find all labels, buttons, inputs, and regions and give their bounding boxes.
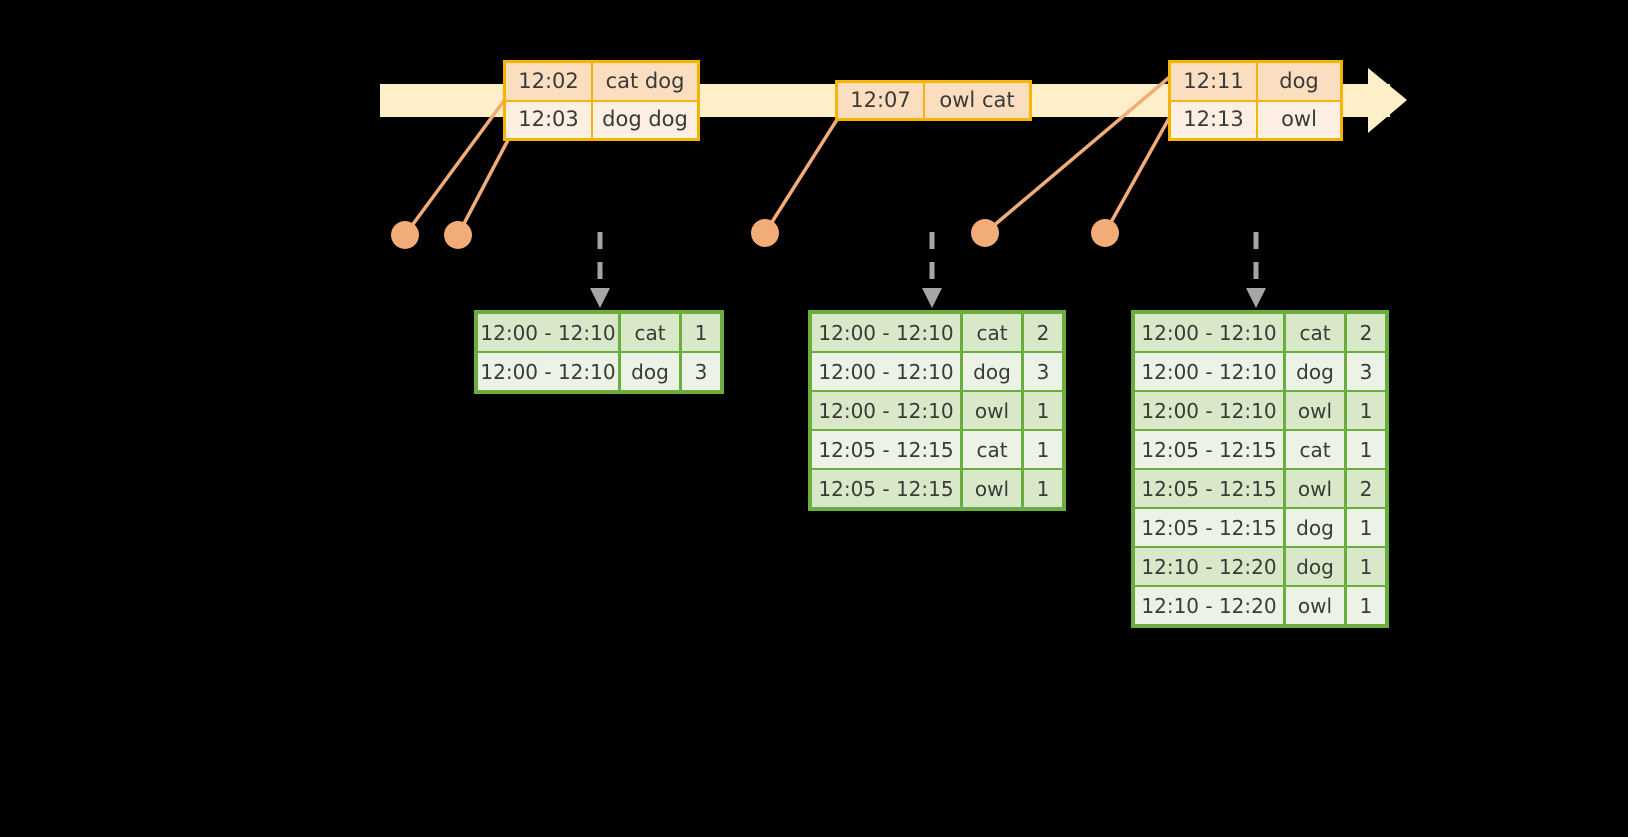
key-cell: cat [963,431,1021,468]
key-cell: owl [1286,392,1344,429]
event-time: 12:11 [1171,63,1258,100]
window-cell: 12:10 - 12:20 [1135,548,1283,585]
count-cell: 1 [1347,509,1385,546]
event-row[interactable]: 12:03 dog dog [506,99,697,138]
table-row[interactable]: 12:05 - 12:15 owl 1 [812,470,1062,507]
window-cell: 12:00 - 12:10 [478,353,618,390]
result-table-2[interactable]: 12:00 - 12:10 cat 2 12:00 - 12:10 dog 3 … [808,310,1066,511]
stream-dot-2 [444,221,472,249]
key-cell: cat [1286,431,1344,468]
window-cell: 12:00 - 12:10 [812,353,960,390]
table-row[interactable]: 12:00 - 12:10 owl 1 [812,392,1062,429]
key-cell: dog [1286,548,1344,585]
stream-dot-3 [751,219,779,247]
stream-dot-4 [971,219,999,247]
event-words: dog dog [593,101,697,138]
count-cell: 2 [1347,314,1385,351]
table-row[interactable]: 12:05 - 12:15 owl 2 [1135,470,1385,507]
key-cell: owl [1286,587,1344,624]
connector-line-5 [1103,111,1174,235]
window-cell: 12:10 - 12:20 [1135,587,1283,624]
dashed-arrow-3 [1246,232,1266,308]
table-row[interactable]: 12:00 - 12:10 dog 3 [812,353,1062,390]
result-table-1[interactable]: 12:00 - 12:10 cat 1 12:00 - 12:10 dog 3 [474,310,724,394]
connector-line-3 [763,116,840,235]
event-row[interactable]: 12:02 cat dog [506,63,697,100]
connector-line-1 [403,96,508,237]
table-row[interactable]: 12:05 - 12:15 dog 1 [1135,509,1385,546]
dashed-arrows [590,232,1266,308]
event-time: 12:13 [1171,101,1258,138]
connector-line-4 [983,73,1174,235]
count-cell: 3 [682,353,720,390]
table-row[interactable]: 12:00 - 12:10 cat 1 [478,314,720,351]
table-row[interactable]: 12:00 - 12:10 dog 3 [1135,353,1385,390]
window-cell: 12:00 - 12:10 [1135,353,1283,390]
event-row[interactable]: 12:11 dog [1171,63,1340,100]
table-row[interactable]: 12:05 - 12:15 cat 1 [1135,431,1385,468]
stream-dot-5 [1091,219,1119,247]
window-cell: 12:00 - 12:10 [478,314,618,351]
table-row[interactable]: 12:00 - 12:10 dog 3 [478,353,720,390]
event-group-3[interactable]: 12:11 dog 12:13 owl [1168,60,1343,141]
key-cell: owl [963,392,1021,429]
key-cell: cat [963,314,1021,351]
event-row[interactable]: 12:13 owl [1171,99,1340,138]
key-cell: owl [963,470,1021,507]
event-words: owl [1258,101,1340,138]
event-time: 12:07 [838,83,925,118]
result-table-3[interactable]: 12:00 - 12:10 cat 2 12:00 - 12:10 dog 3 … [1131,310,1389,628]
count-cell: 1 [1024,431,1062,468]
count-cell: 1 [1347,431,1385,468]
count-cell: 1 [1024,392,1062,429]
table-row[interactable]: 12:00 - 12:10 cat 2 [812,314,1062,351]
count-cell: 1 [682,314,720,351]
count-cell: 1 [1347,392,1385,429]
count-cell: 3 [1024,353,1062,390]
table-row[interactable]: 12:05 - 12:15 cat 1 [812,431,1062,468]
stream-dot-1 [391,221,419,249]
event-group-2[interactable]: 12:07 owl cat [835,80,1032,121]
key-cell: dog [1286,353,1344,390]
key-cell: owl [1286,470,1344,507]
window-cell: 12:05 - 12:15 [812,431,960,468]
window-cell: 12:00 - 12:10 [1135,392,1283,429]
count-cell: 3 [1347,353,1385,390]
table-row[interactable]: 12:00 - 12:10 cat 2 [1135,314,1385,351]
event-time: 12:02 [506,63,593,100]
key-cell: dog [1286,509,1344,546]
key-cell: cat [621,314,679,351]
table-row[interactable]: 12:10 - 12:20 owl 1 [1135,587,1385,624]
table-row[interactable]: 12:00 - 12:10 owl 1 [1135,392,1385,429]
window-cell: 12:00 - 12:10 [1135,314,1283,351]
count-cell: 1 [1024,470,1062,507]
event-group-1[interactable]: 12:02 cat dog 12:03 dog dog [503,60,700,141]
event-words: dog [1258,63,1340,100]
connector-lines [403,73,1174,237]
count-cell: 1 [1347,548,1385,585]
window-cell: 12:00 - 12:10 [812,392,960,429]
event-time: 12:03 [506,101,593,138]
dashed-arrow-2 [922,232,942,308]
stream-dots [391,219,1119,249]
window-cell: 12:05 - 12:15 [812,470,960,507]
window-cell: 12:05 - 12:15 [1135,470,1283,507]
connector-line-2 [456,138,510,237]
dashed-arrow-1 [590,232,610,308]
event-words: cat dog [593,63,697,100]
key-cell: dog [621,353,679,390]
event-words: owl cat [925,83,1029,118]
window-cell: 12:05 - 12:15 [1135,509,1283,546]
event-row[interactable]: 12:07 owl cat [838,83,1029,118]
window-cell: 12:00 - 12:10 [812,314,960,351]
count-cell: 1 [1347,587,1385,624]
window-cell: 12:05 - 12:15 [1135,431,1283,468]
count-cell: 2 [1347,470,1385,507]
table-row[interactable]: 12:10 - 12:20 dog 1 [1135,548,1385,585]
key-cell: cat [1286,314,1344,351]
count-cell: 2 [1024,314,1062,351]
key-cell: dog [963,353,1021,390]
